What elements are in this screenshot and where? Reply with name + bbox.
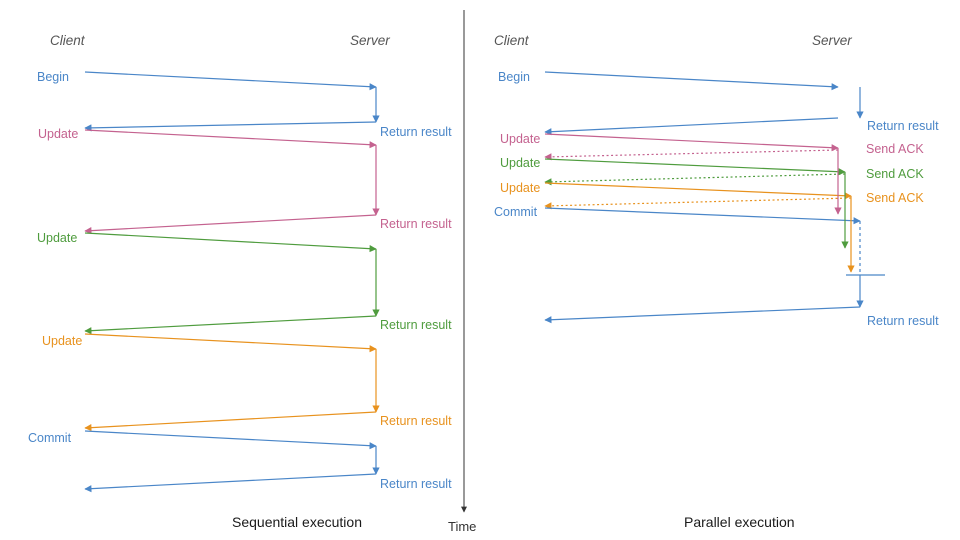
right-msg-ret_fin	[544, 306, 861, 324]
left-label-commit: Commit	[28, 431, 72, 445]
left-msg-upd3	[84, 333, 377, 353]
left-label-ret5: Return result	[380, 477, 452, 491]
left-actor-client: Client	[50, 33, 85, 48]
right-msg-ret1	[544, 117, 839, 136]
left-label-upd2: Update	[37, 231, 78, 245]
left-msg-upd2	[84, 232, 377, 253]
left-msg-commit	[84, 430, 377, 450]
left-actor-server: Server	[350, 33, 390, 48]
left-msg-begin	[84, 71, 377, 91]
right-label-begin: Begin	[498, 70, 530, 84]
right-msg-ack1	[544, 149, 839, 161]
left-label-begin: Begin	[37, 70, 69, 84]
right-actor-server: Server	[812, 33, 852, 48]
left-label-upd1: Update	[38, 127, 79, 141]
right-msg-ack3	[544, 197, 852, 210]
right-msg-commit	[544, 207, 861, 225]
left-msg-ret3	[84, 315, 377, 335]
right-label-ack2: Send ACK	[866, 167, 924, 181]
right-msg-upd3	[544, 182, 852, 200]
right-msg-begin	[544, 71, 839, 91]
right-msg-upd2	[544, 158, 846, 176]
right-label-upd3: Update	[500, 181, 541, 195]
left-msg-ret1	[84, 121, 377, 132]
right-actor-client: Client	[494, 33, 529, 48]
left-label-ret2: Return result	[380, 217, 452, 231]
left-msg-ret5	[84, 473, 377, 493]
right-label-upd1: Update	[500, 132, 541, 146]
left-label-ret4: Return result	[380, 414, 452, 428]
right-msg-ack2	[544, 173, 846, 186]
left-label-ret3: Return result	[380, 318, 452, 332]
left-label-upd3: Update	[42, 334, 83, 348]
right-label-ret_fin: Return result	[867, 314, 939, 328]
left-msg-ret2	[84, 214, 377, 235]
left-label-ret1: Return result	[380, 125, 452, 139]
right-label-upd2: Update	[500, 156, 541, 170]
left-panel-caption: Sequential execution	[232, 514, 362, 530]
right-panel-caption: Parallel execution	[684, 514, 795, 530]
right-label-ack3: Send ACK	[866, 191, 924, 205]
left-msg-upd1	[84, 129, 377, 149]
right-label-ret1: Return result	[867, 119, 939, 133]
left-msg-ret4	[84, 411, 377, 432]
right-label-ack1: Send ACK	[866, 142, 924, 156]
right-label-commit: Commit	[494, 205, 538, 219]
right-msg-upd1	[544, 133, 839, 152]
time-axis-label: Time	[448, 519, 477, 534]
